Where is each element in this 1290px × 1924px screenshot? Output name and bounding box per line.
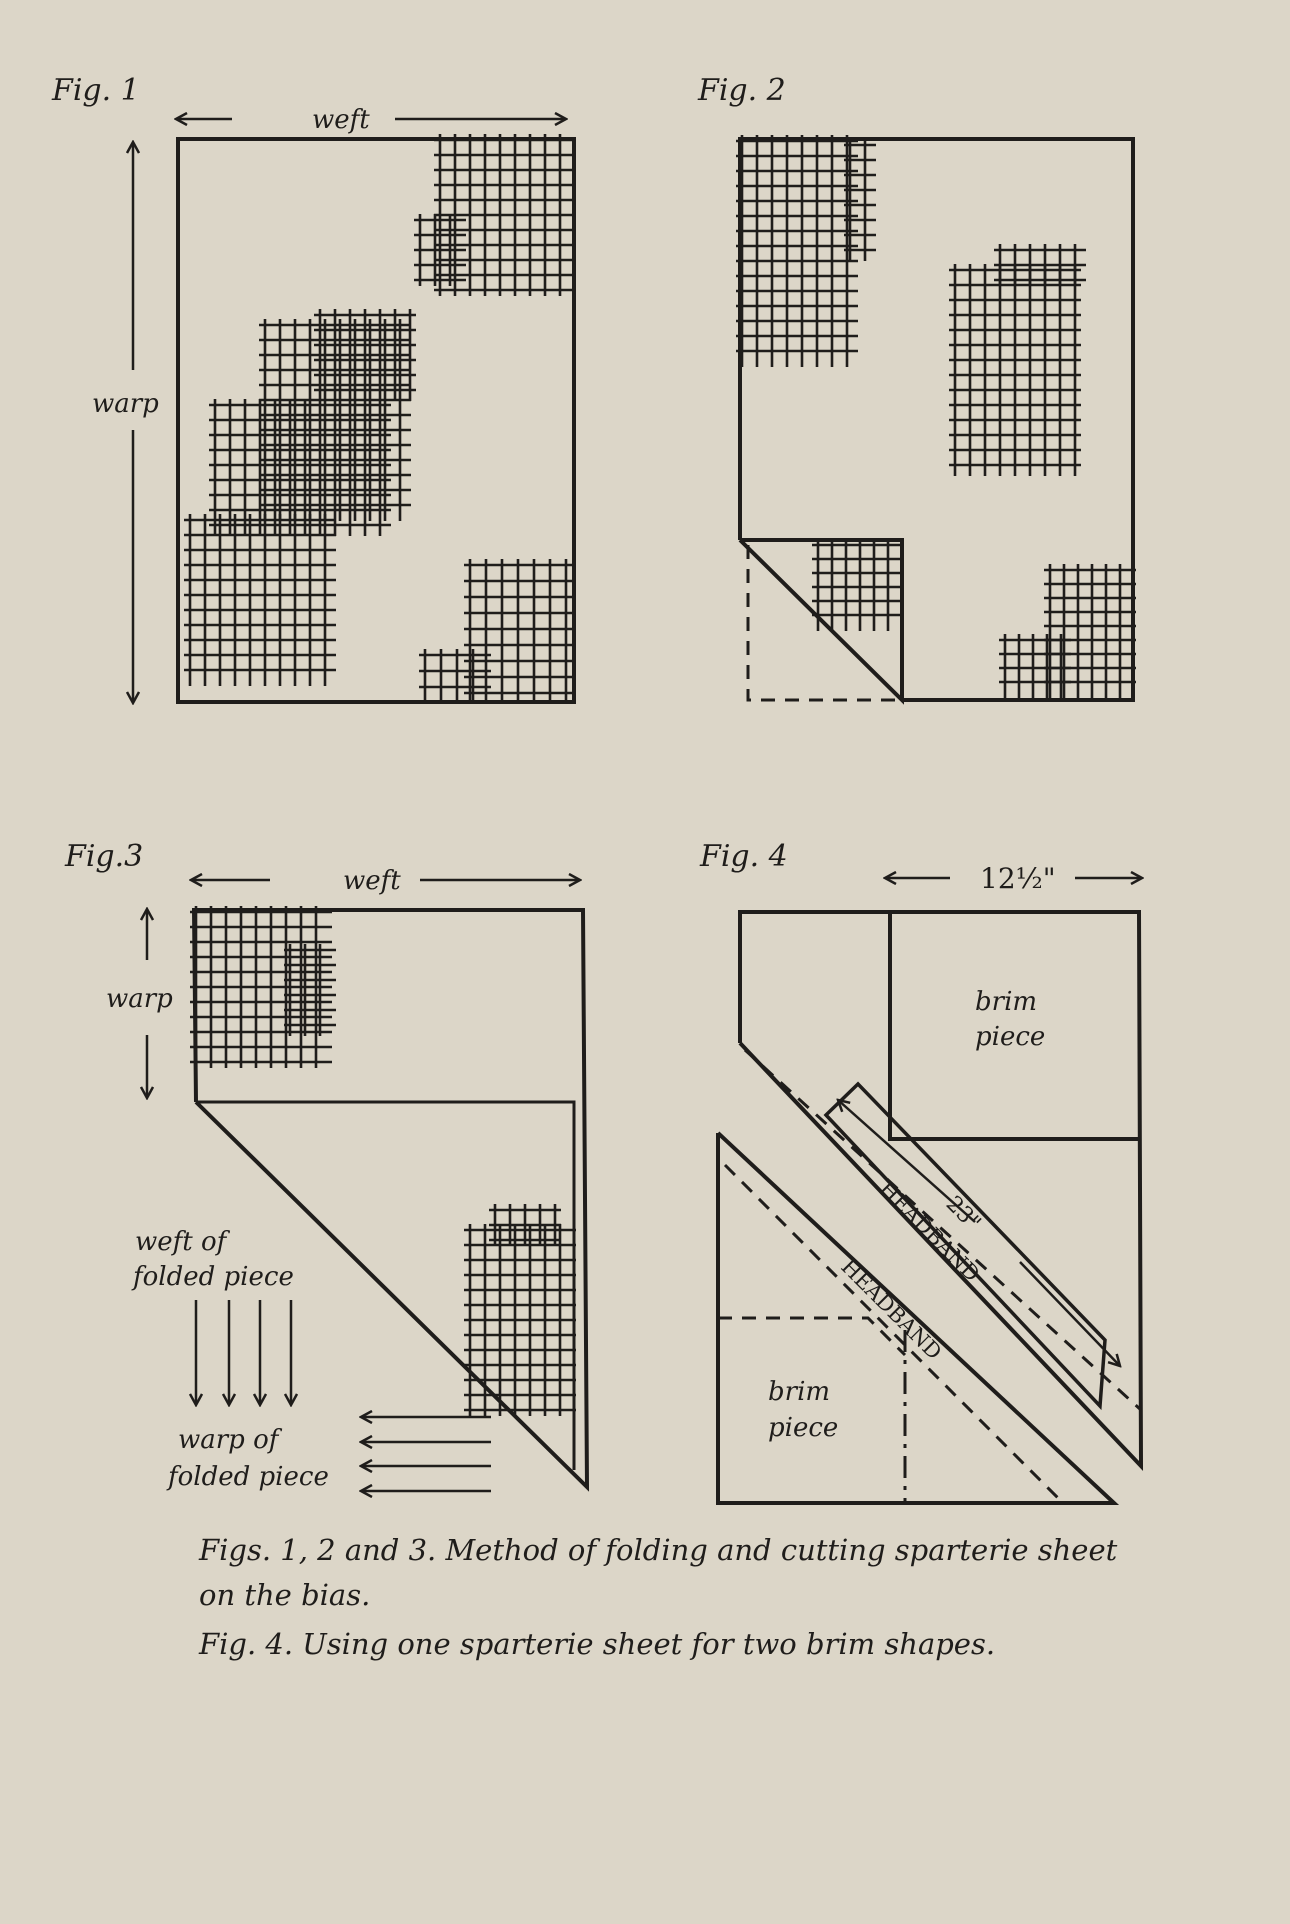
- fig4-label: Fig. 4: [699, 839, 788, 874]
- fig4-brim-bottom-label-2: piece: [768, 1413, 838, 1443]
- fig4-cut-line-lower: [723, 1163, 1062, 1502]
- fig4-width-label: 12½": [980, 862, 1056, 895]
- fig1-sheet: [176, 137, 576, 704]
- fig4-brim-outline-h: [718, 1316, 907, 1357]
- fig4-length-arrow-down: [1019, 1261, 1120, 1366]
- fig3-weft-folded-label: weft of: [135, 1227, 231, 1257]
- fig2-folded-corner: [738, 538, 904, 705]
- caption-line-3: Fig. 4. Using one sparterie sheet for tw…: [199, 1627, 996, 1661]
- fig2-sheet: [738, 137, 1135, 702]
- caption-line-2: on the bias.: [199, 1578, 371, 1612]
- caption-line-1: Figs. 1, 2 and 3. Method of folding and …: [199, 1533, 1118, 1567]
- fig4-brim-bottom-label-1: brim: [768, 1377, 830, 1407]
- fig1-warp-label: warp: [92, 389, 159, 419]
- fig3-warp-label: warp: [106, 984, 173, 1014]
- fig1-label: Fig. 1: [51, 73, 140, 108]
- fig4-cut-line-upper: [743, 1048, 1143, 1412]
- fig3-fold-edge: [196, 1100, 576, 1470]
- fig3-label: Fig.3: [64, 839, 143, 874]
- fig3-warp-folded-label-2: folded piece: [166, 1462, 329, 1492]
- fig3-weft-folded-arrows: [196, 1300, 291, 1405]
- fig3-weft-label: weft: [343, 866, 401, 896]
- fig4-brim-top-label-1: brim: [975, 987, 1037, 1017]
- fig4-upper-piece: [738, 910, 1144, 1472]
- fig2-original-corner-dashed: [746, 545, 902, 702]
- fig4-headband-label-2: HEADBAND: [836, 1255, 946, 1365]
- fig1-weft-label: weft: [312, 105, 370, 135]
- fig4-brim-top-label-2: piece: [975, 1022, 1045, 1052]
- fig3-warp-folded-arrows: [361, 1417, 491, 1491]
- fig4-headband-strip: [823, 1081, 1107, 1411]
- fig4-length-arrow-up: [838, 1100, 976, 1223]
- fig4-brim-piece-top: [888, 912, 1139, 1141]
- fig3-weft-folded-label-2: folded piece: [131, 1262, 294, 1292]
- fig2-label: Fig. 2: [697, 73, 786, 108]
- fig3-warp-folded-label: warp of: [178, 1425, 283, 1455]
- fig3-folded-sheet: [191, 908, 590, 1492]
